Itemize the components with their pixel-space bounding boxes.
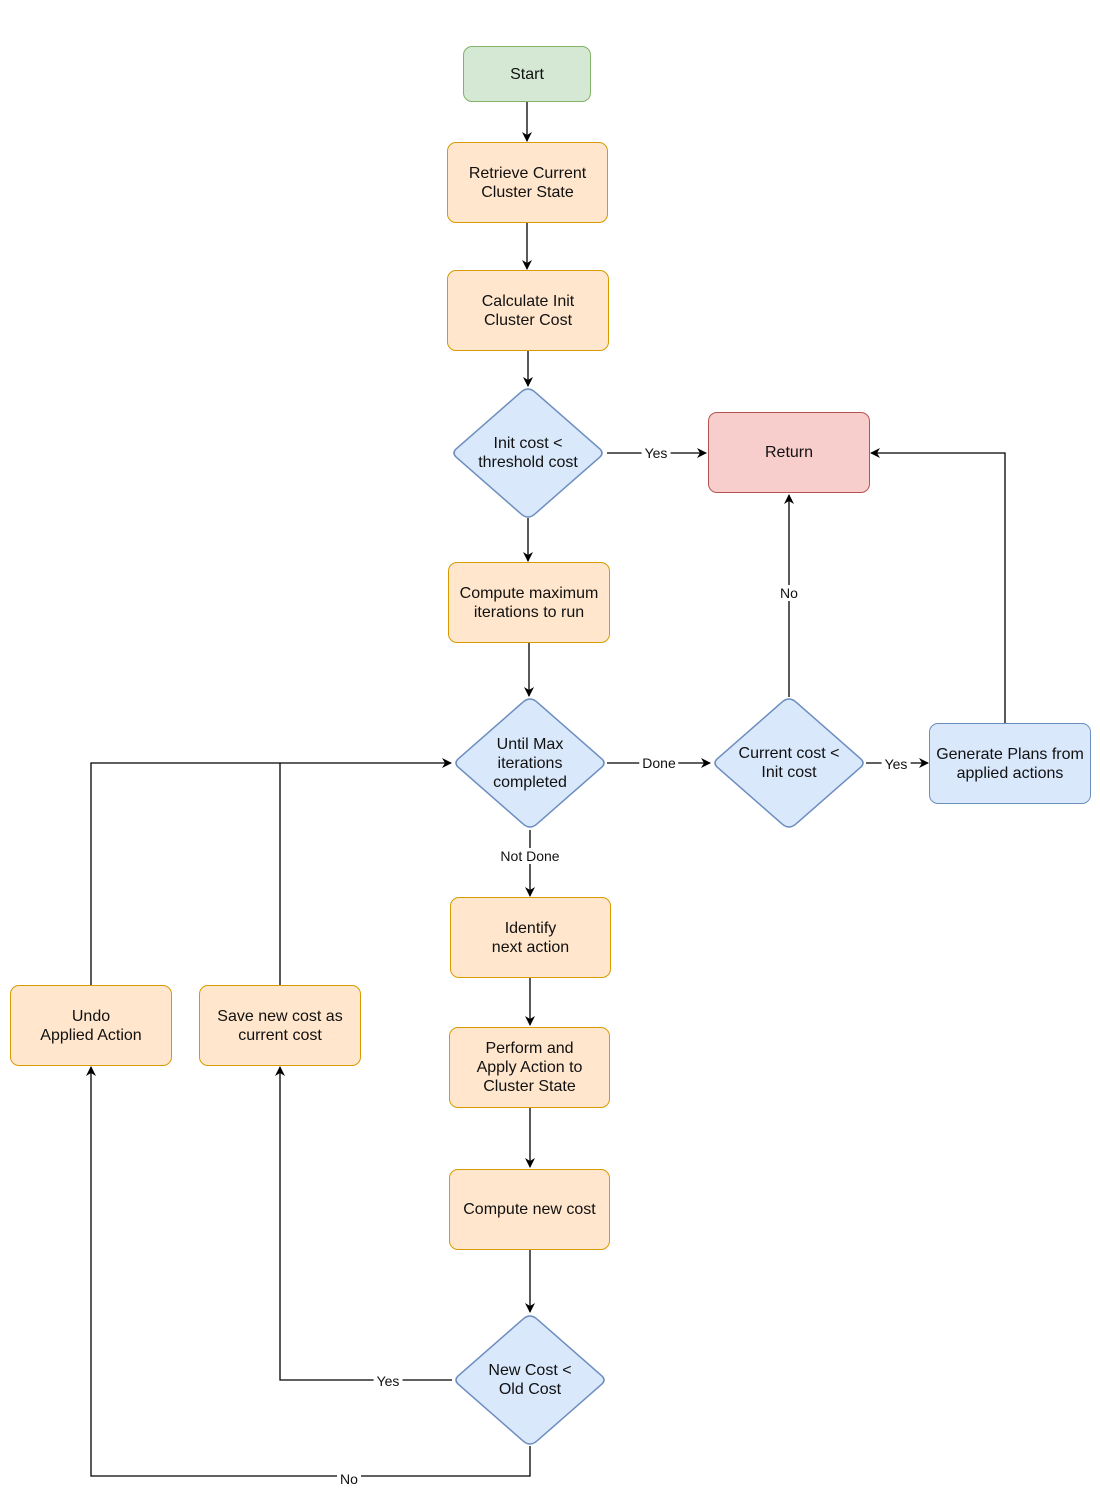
current-cost-diamond-shape: [714, 698, 864, 828]
compute-new-cost-node: Compute new cost: [449, 1169, 610, 1250]
calculate-init-cost-node: Calculate Init Cluster Cost: [447, 270, 609, 351]
identify-next-action-node: Identify next action: [450, 897, 611, 978]
start-node: Start: [463, 46, 591, 102]
new-cost-diamond-shape: [455, 1315, 605, 1445]
undo-applied-action-node: Undo Applied Action: [10, 985, 172, 1066]
return-node: Return: [708, 412, 870, 493]
generate-plans-node: Generate Plans from applied actions: [929, 723, 1091, 804]
edge-label-new-no: No: [337, 1471, 361, 1487]
perform-apply-action-node: Perform and Apply Action to Cluster Stat…: [449, 1027, 610, 1108]
compute-max-iterations-node: Compute maximum iterations to run: [448, 562, 610, 643]
init-cost-diamond-shape: [453, 388, 603, 518]
until-max-diamond-shape: [455, 698, 605, 828]
edge-label-not-done: Not Done: [497, 848, 563, 864]
save-new-cost-node: Save new cost as current cost: [199, 985, 361, 1066]
edge-label-current-no: No: [777, 585, 801, 601]
edge-label-init-yes: Yes: [641, 445, 671, 461]
edge-label-current-yes: Yes: [881, 756, 911, 772]
retrieve-cluster-state-node: Retrieve Current Cluster State: [447, 142, 608, 223]
edge-label-new-yes: Yes: [373, 1373, 403, 1389]
edge-label-done: Done: [639, 755, 679, 771]
